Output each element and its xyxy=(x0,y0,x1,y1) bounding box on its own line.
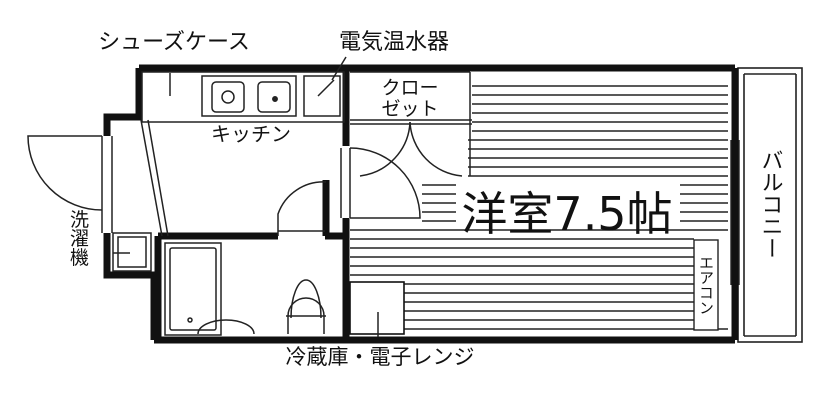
walls xyxy=(103,64,739,344)
closet xyxy=(350,71,472,177)
entrance-door xyxy=(27,135,113,233)
room-flooring-lines xyxy=(350,85,728,330)
label-closet-line2: ゼット xyxy=(381,98,438,120)
washer-space xyxy=(112,232,152,272)
aircon-box xyxy=(693,239,719,331)
label-washer: 洗濯機 xyxy=(67,209,89,266)
label-shoe-case: シューズケース xyxy=(98,30,250,55)
kitchen-fixtures xyxy=(140,71,345,237)
room-door xyxy=(340,147,421,219)
bathroom-door xyxy=(277,181,327,236)
bathroom-fixtures xyxy=(164,242,326,336)
label-water-heater: 電気温水器 xyxy=(339,30,449,55)
leader-lines xyxy=(113,56,379,337)
label-room: 洋室7.5帖 xyxy=(461,187,672,241)
label-kitchen: キッチン xyxy=(211,122,291,146)
label-fridge: 冷蔵庫・電子レンジ xyxy=(286,345,475,369)
label-balcony: バルコニー xyxy=(758,149,783,259)
window-marks xyxy=(730,140,740,285)
label-aircon: エアコン xyxy=(697,255,715,315)
fridge-space xyxy=(349,281,405,335)
label-closet-line1: クロー xyxy=(381,77,438,99)
